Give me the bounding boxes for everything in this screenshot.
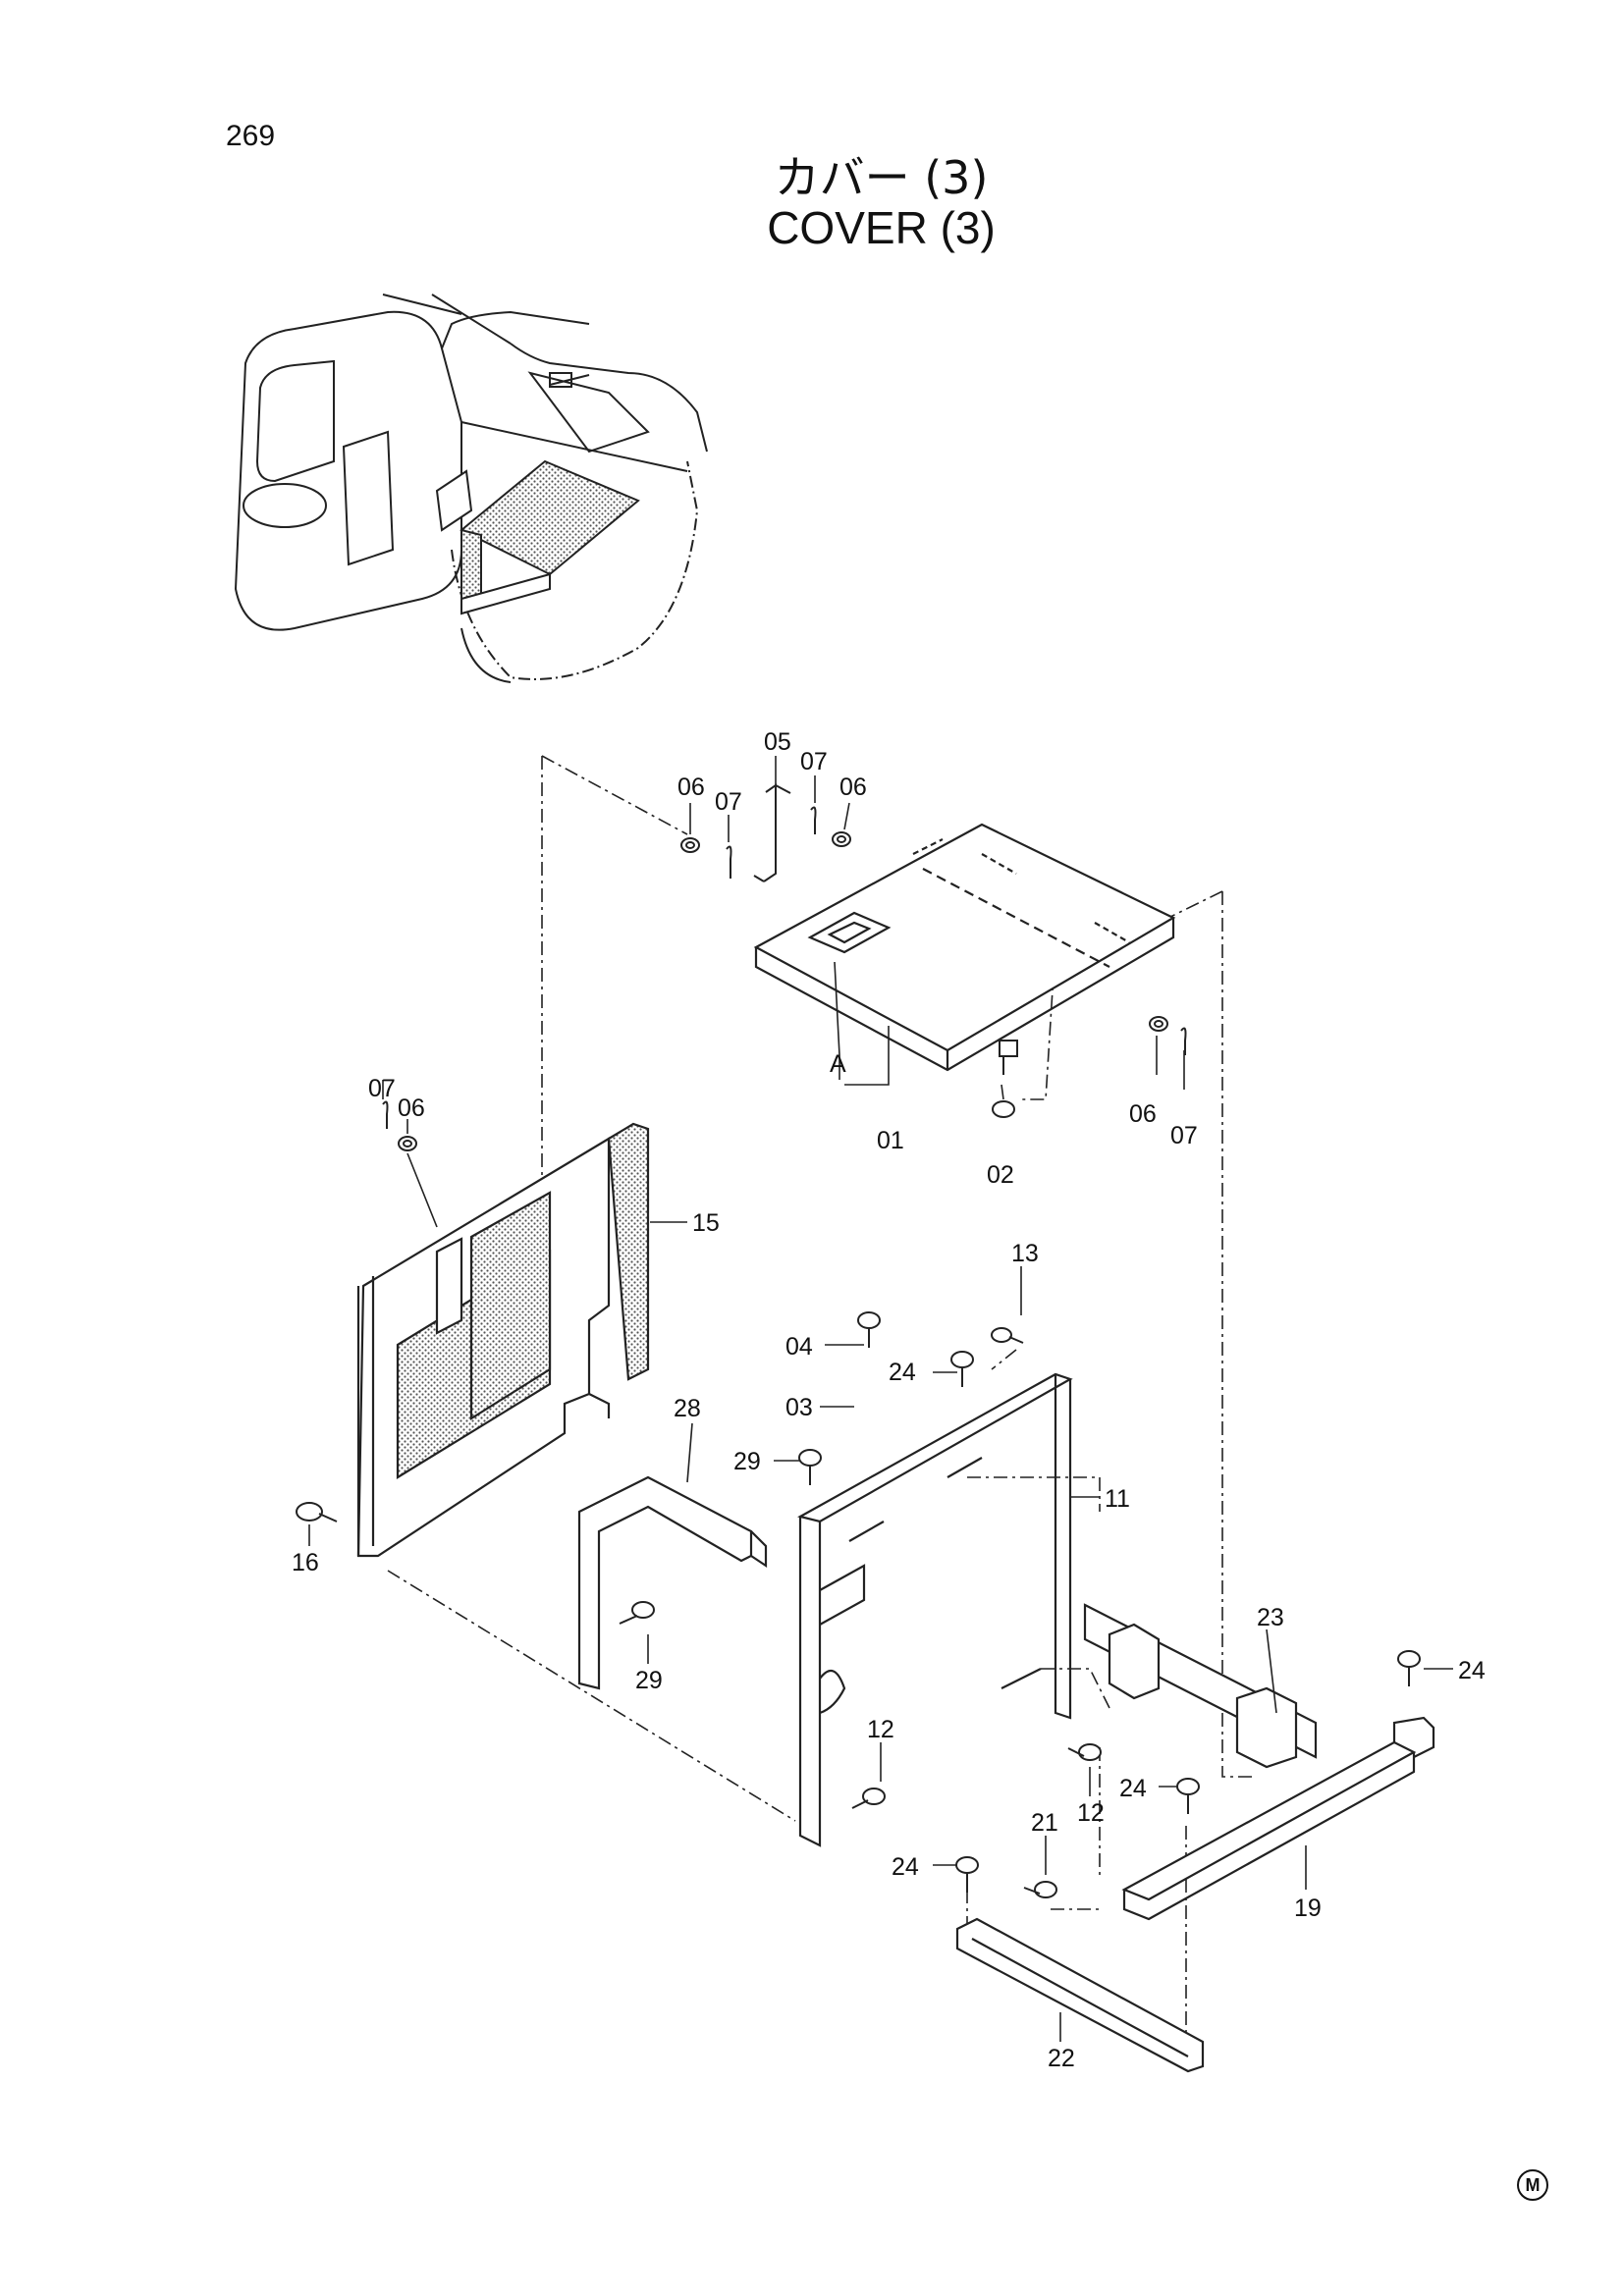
callout-15: 15: [692, 1209, 720, 1237]
callout-06-top-left: 06: [677, 774, 705, 801]
page-number: 269: [226, 120, 276, 152]
callout-12-left: 12: [867, 1716, 894, 1743]
bar-22: [955, 1917, 1205, 2073]
bracket-28: [577, 1475, 768, 1690]
callout-29-top: 29: [733, 1448, 761, 1475]
machine-cover-highlight: [435, 459, 640, 615]
callout-19: 19: [1294, 1895, 1322, 1922]
callout-07-left: 07: [368, 1075, 396, 1102]
callout-07-right: 07: [1170, 1122, 1198, 1149]
leader-lines: [308, 756, 1453, 2042]
frame-11: [797, 1372, 1073, 1847]
callout-06-top-right: 06: [839, 774, 867, 801]
callout-28: 28: [674, 1395, 701, 1422]
title-japanese: カバー (3): [774, 151, 989, 204]
callout-06-right: 06: [1129, 1100, 1157, 1128]
callout-23: 23: [1257, 1604, 1284, 1631]
hardware-top: [382, 783, 1187, 1151]
cover-panel-01: [753, 823, 1176, 1072]
title-english: COVER (3): [767, 202, 996, 253]
callout-01: 01: [877, 1127, 904, 1154]
callout-22: 22: [1048, 2045, 1075, 2072]
side-cover-15: [356, 1122, 650, 1558]
callout-21: 21: [1031, 1809, 1058, 1837]
callout-03: 03: [785, 1394, 813, 1421]
callout-07-top-right: 07: [800, 748, 828, 775]
beam-19: [1121, 1716, 1435, 1921]
bolts: [296, 1100, 1421, 1898]
callout-16: 16: [292, 1549, 319, 1576]
callout-13: 13: [1011, 1240, 1039, 1267]
callout-29-bottom: 29: [635, 1667, 663, 1694]
callout-11: 11: [1105, 1485, 1130, 1513]
callout-A: A: [830, 1050, 846, 1078]
manufacturer-mark: M: [1517, 2169, 1548, 2201]
callout-07-top-left: 07: [715, 788, 742, 816]
callout-02: 02: [987, 1161, 1014, 1189]
callout-12-right: 12: [1077, 1799, 1105, 1827]
callout-24-center: 24: [889, 1359, 916, 1386]
callout-04: 04: [785, 1333, 813, 1361]
rail-23: [1083, 1603, 1318, 1769]
callout-06-left: 06: [398, 1095, 425, 1122]
callout-24-middle: 24: [1119, 1775, 1147, 1802]
callout-05: 05: [764, 728, 791, 756]
machine-overview: [234, 294, 708, 683]
callout-24-right: 24: [1458, 1657, 1486, 1684]
callout-24-bottom: 24: [892, 1853, 919, 1881]
